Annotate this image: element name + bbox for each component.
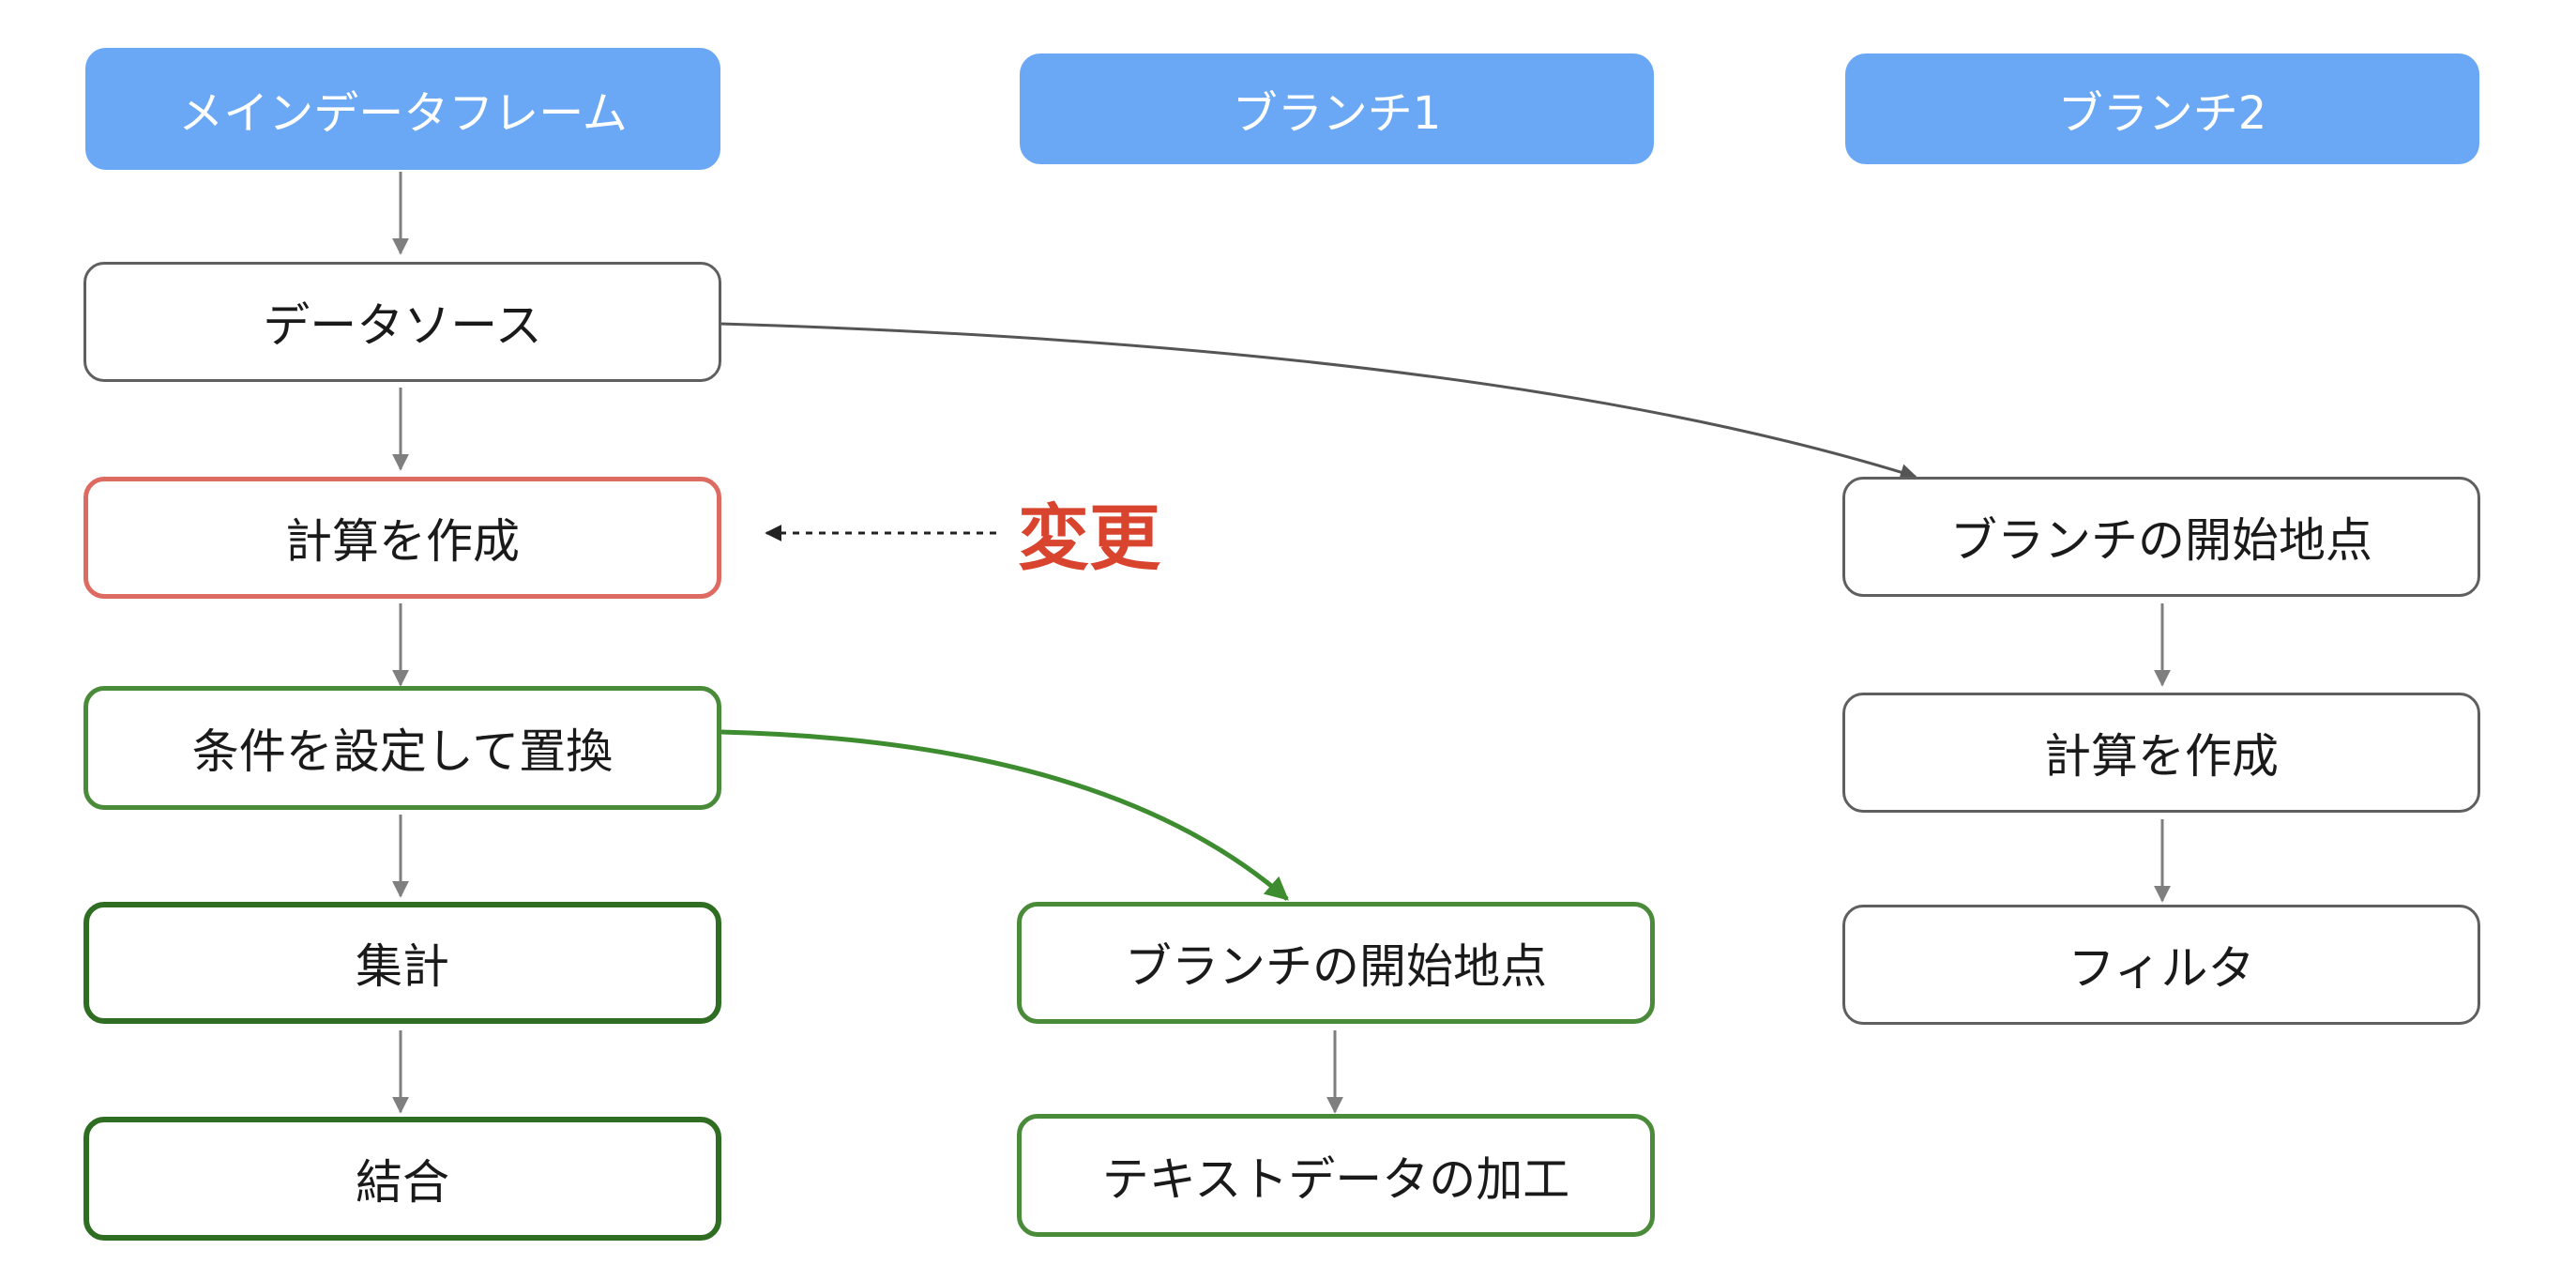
- change-label: 変更: [1018, 496, 1160, 580]
- header-branch1: ブランチ1: [1020, 53, 1654, 164]
- header-main-dataframe: メインデータフレーム: [85, 48, 720, 170]
- branch2-start: ブランチの開始地点: [1842, 477, 2480, 597]
- header-branch2: ブランチ2: [1845, 53, 2479, 164]
- step-conditional-replace: 条件を設定して置換: [83, 686, 721, 810]
- branch1-start: ブランチの開始地点: [1017, 902, 1655, 1024]
- step-create-calculation: 計算を作成: [83, 477, 721, 599]
- step-join: 結合: [83, 1117, 721, 1241]
- branch2-create-calculation: 計算を作成: [1842, 693, 2480, 813]
- arrow-datasource-to-branch2: [720, 322, 1917, 480]
- step-aggregate: 集計: [83, 902, 721, 1024]
- step-data-source: データソース: [83, 262, 721, 382]
- branch2-filter: フィルタ: [1842, 905, 2480, 1025]
- branch1-text-processing: テキストデータの加工: [1017, 1114, 1655, 1237]
- arrow-replace-to-branch1: [720, 729, 1289, 901]
